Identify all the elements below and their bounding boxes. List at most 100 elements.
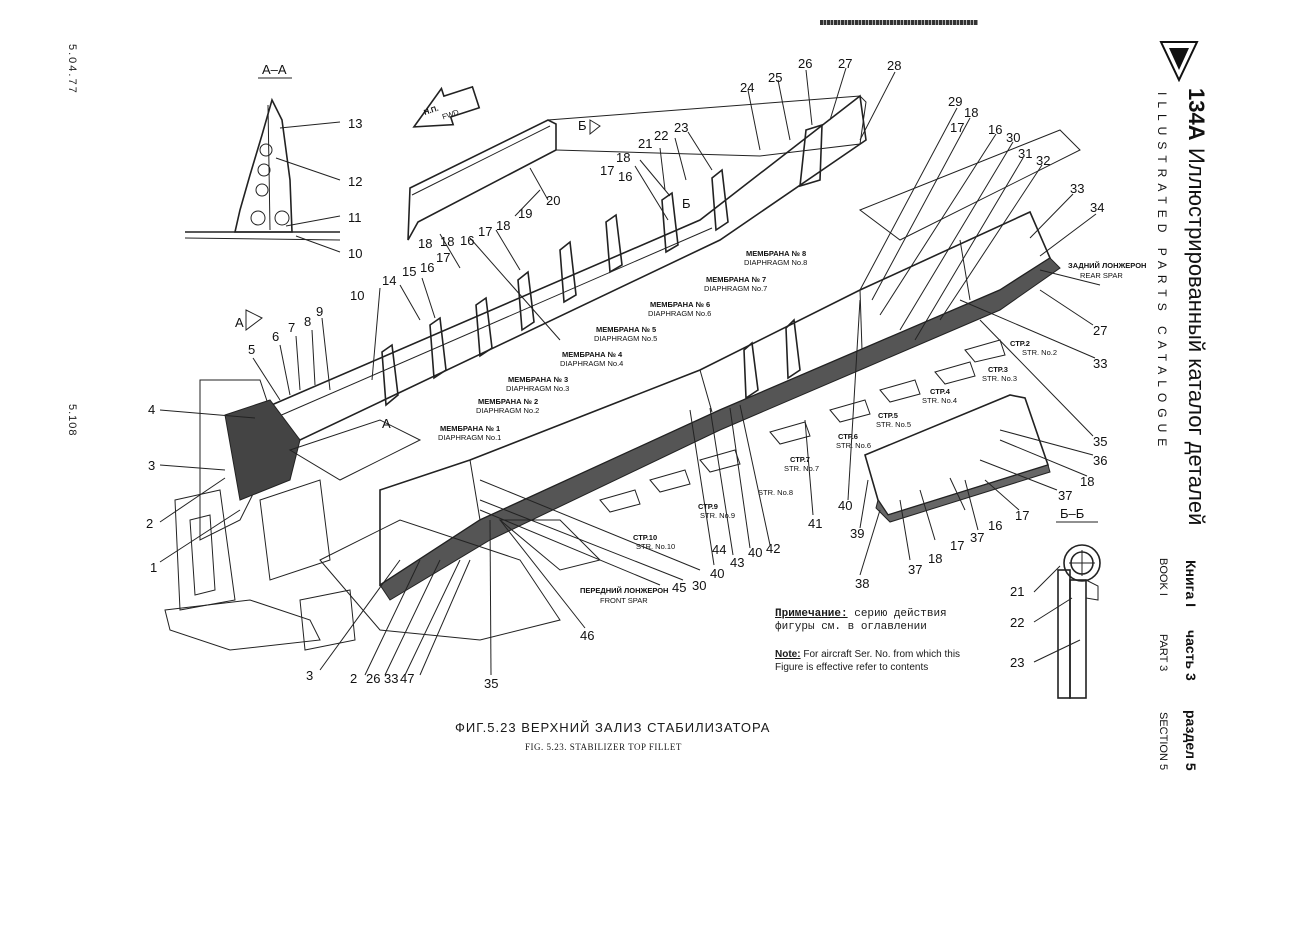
front-spar-label-en: FRONT SPAR: [600, 596, 648, 605]
stringer-7-en: STR. No.7: [784, 464, 819, 473]
callout-37-c: 37: [908, 562, 922, 577]
callout-4: 4: [148, 402, 155, 417]
callout-33: 33: [1070, 181, 1084, 196]
callout-17-b: 17: [478, 224, 492, 239]
front-spar-label-ru: ПЕРЕДНИЙ ЛОНЖЕРОН: [580, 586, 668, 595]
callout-41: 41: [808, 516, 822, 531]
callout-26: 26: [798, 56, 812, 71]
callout-35-b: 35: [484, 676, 498, 691]
diaphragm-2-en: DIAPHRAGM No.2: [476, 406, 539, 415]
diaphragm-3-ru: МЕМБРАНА № 3: [508, 375, 568, 384]
callout-39: 39: [850, 526, 864, 541]
stringer-4-en: STR. No.4: [922, 396, 957, 405]
callout-22: 22: [654, 128, 668, 143]
part-ru: часть 3: [1183, 630, 1199, 681]
callout-21: 21: [638, 136, 652, 151]
figure-caption-en: FIG. 5.23. STABILIZER TOP FILLET: [525, 742, 682, 752]
header-model: 134А: [1184, 88, 1209, 141]
stringer-6-en: STR. No.6: [836, 441, 871, 450]
section-aa-title: А–А: [262, 62, 287, 77]
stringer-9-ru: СТР.9: [698, 502, 718, 511]
callout-1: 1: [150, 560, 157, 575]
top-stamp-bar: [820, 20, 978, 25]
callout-32: 32: [1036, 153, 1050, 168]
note-en-text: For aircraft Ser. No. from which this Fi…: [775, 649, 961, 673]
callout-36: 36: [1093, 453, 1107, 468]
callout-30-b: 30: [692, 578, 706, 593]
callout-40-a: 40: [838, 498, 852, 513]
diaphragm-1-en: DIAPHRAGM No.1: [438, 433, 501, 442]
fuselage-frame: [164, 379, 601, 651]
part-en: PART 3: [1157, 634, 1169, 672]
callout-38: 38: [855, 576, 869, 591]
page-number: 5.108: [66, 404, 78, 437]
callout-10: 10: [350, 288, 364, 303]
callout-47: 47: [400, 671, 414, 686]
diaphragm-6-en: DIAPHRAGM No.6: [648, 309, 711, 318]
callout-3: 3: [148, 458, 155, 473]
callout-44: 44: [712, 542, 726, 557]
callout-28: 28: [887, 58, 901, 73]
callout-29: 29: [948, 94, 962, 109]
book-en: BOOK I: [1157, 558, 1169, 596]
stringer-2-en: STR. No.2: [1022, 348, 1057, 357]
callout-10-aa: 10: [348, 246, 362, 261]
revision-date: 5.04.77: [66, 44, 78, 95]
callout-18-f: 18: [1080, 474, 1094, 489]
rear-spar: [858, 129, 1101, 286]
callout-8: 8: [304, 314, 311, 329]
callout-14: 14: [382, 273, 396, 288]
marker-a-left: А: [235, 315, 244, 330]
upper-fillet-panel: [407, 95, 867, 241]
callout-16-a: 16: [420, 260, 434, 275]
stringer-7-ru: СТР.7: [790, 455, 810, 464]
callout-31: 31: [1018, 146, 1032, 161]
diaphragm-7-en: DIAPHRAGM No.7: [704, 284, 767, 293]
note-ru-text: серию действия фигуры см. в оглавлении: [775, 608, 947, 633]
marker-b-top: Б: [578, 118, 587, 133]
marker-b-mid: Б: [682, 196, 691, 211]
callout-27-b: 27: [1093, 323, 1107, 338]
stringer-3-ru: СТР.3: [988, 365, 1008, 374]
callout-18-g: 18: [928, 551, 942, 566]
fwd-label-ru: Н.П.: [423, 104, 440, 117]
stringer-5-en: STR. No.5: [876, 420, 911, 429]
callout-16-b: 16: [460, 233, 474, 248]
callout-18-b: 18: [440, 234, 454, 249]
note-ru: Примечание: серию действия фигуры см. в …: [775, 608, 990, 634]
marker-a-lower: А: [382, 416, 391, 431]
callout-3-b: 3: [306, 668, 313, 683]
callout-25: 25: [768, 70, 782, 85]
callout-35: 35: [1093, 434, 1107, 449]
callout-17-c: 17: [600, 163, 614, 178]
diaphragm-6-ru: МЕМБРАНА № 6: [650, 300, 710, 309]
diaphragm-2-ru: МЕМБРАНА № 2: [478, 397, 538, 406]
rear-spar-label-en: REAR SPAR: [1080, 271, 1123, 280]
stringer-5-ru: СТР.5: [878, 411, 898, 420]
callout-11: 11: [348, 210, 362, 225]
detached-fillet-panel: [864, 394, 1051, 523]
rear-spar-label-ru: ЗАДНИЙ ЛОНЖЕРОН: [1068, 261, 1146, 270]
section-aa-detail: А–А 13 12 11 10: [184, 62, 362, 261]
callout-22-bb: 22: [1010, 615, 1024, 630]
callout-5: 5: [248, 342, 255, 357]
callout-16-d: 16: [988, 122, 1002, 137]
diaphragm-5-en: DIAPHRAGM No.5: [594, 334, 657, 343]
book-ru: Книга I: [1183, 560, 1199, 608]
stringers-group: [599, 339, 1006, 513]
diaphragm-7-ru: МЕМБРАНА № 7: [706, 275, 766, 284]
callout-16-c: 16: [618, 169, 632, 184]
section-ru: раздел 5: [1183, 710, 1199, 771]
callout-18-d: 18: [616, 150, 630, 165]
callout-46: 46: [580, 628, 594, 643]
leader-lines: [159, 67, 1097, 676]
callout-20: 20: [546, 193, 560, 208]
callout-16-e: 16: [988, 518, 1002, 533]
callout-30: 30: [1006, 130, 1020, 145]
callout-40-b: 40: [748, 545, 762, 560]
callout-17-d: 17: [950, 120, 964, 135]
figure-caption-ru: ФИГ.5.23 ВЕРХНИЙ ЗАЛИЗ СТАБИЛИЗАТОРА: [455, 720, 771, 735]
callout-18-a: 18: [418, 236, 432, 251]
callout-17-f: 17: [950, 538, 964, 553]
